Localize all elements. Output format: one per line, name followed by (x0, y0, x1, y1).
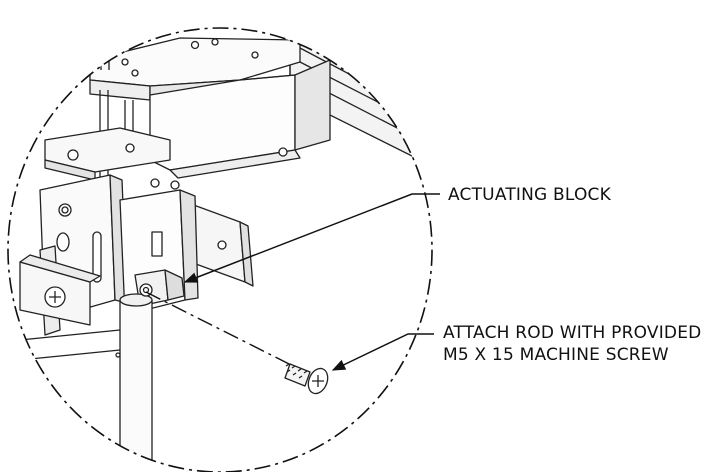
detail-view-border (7, 27, 433, 472)
callout-actuating-block: ACTUATING BLOCK (448, 185, 611, 205)
base-plate (19, 329, 121, 361)
rod (115, 283, 153, 472)
callout-attach-rod: ATTACH ROD WITH PROVIDED M5 X 15 MACHINE… (443, 322, 701, 366)
mounting-bracket (44, 127, 180, 190)
callout-attach-rod-line1: ATTACH ROD WITH PROVIDED (443, 323, 702, 343)
leader-actuating-block (183, 193, 440, 283)
clamp-piece (19, 254, 101, 326)
screw-insertion-centerline (145, 291, 306, 373)
callout-attach-rod-line2: M5 X 15 MACHINE SCREW (443, 345, 669, 365)
housing-box (149, 59, 331, 179)
leader-machine-screw (331, 333, 434, 371)
machine-screw (284, 363, 329, 395)
